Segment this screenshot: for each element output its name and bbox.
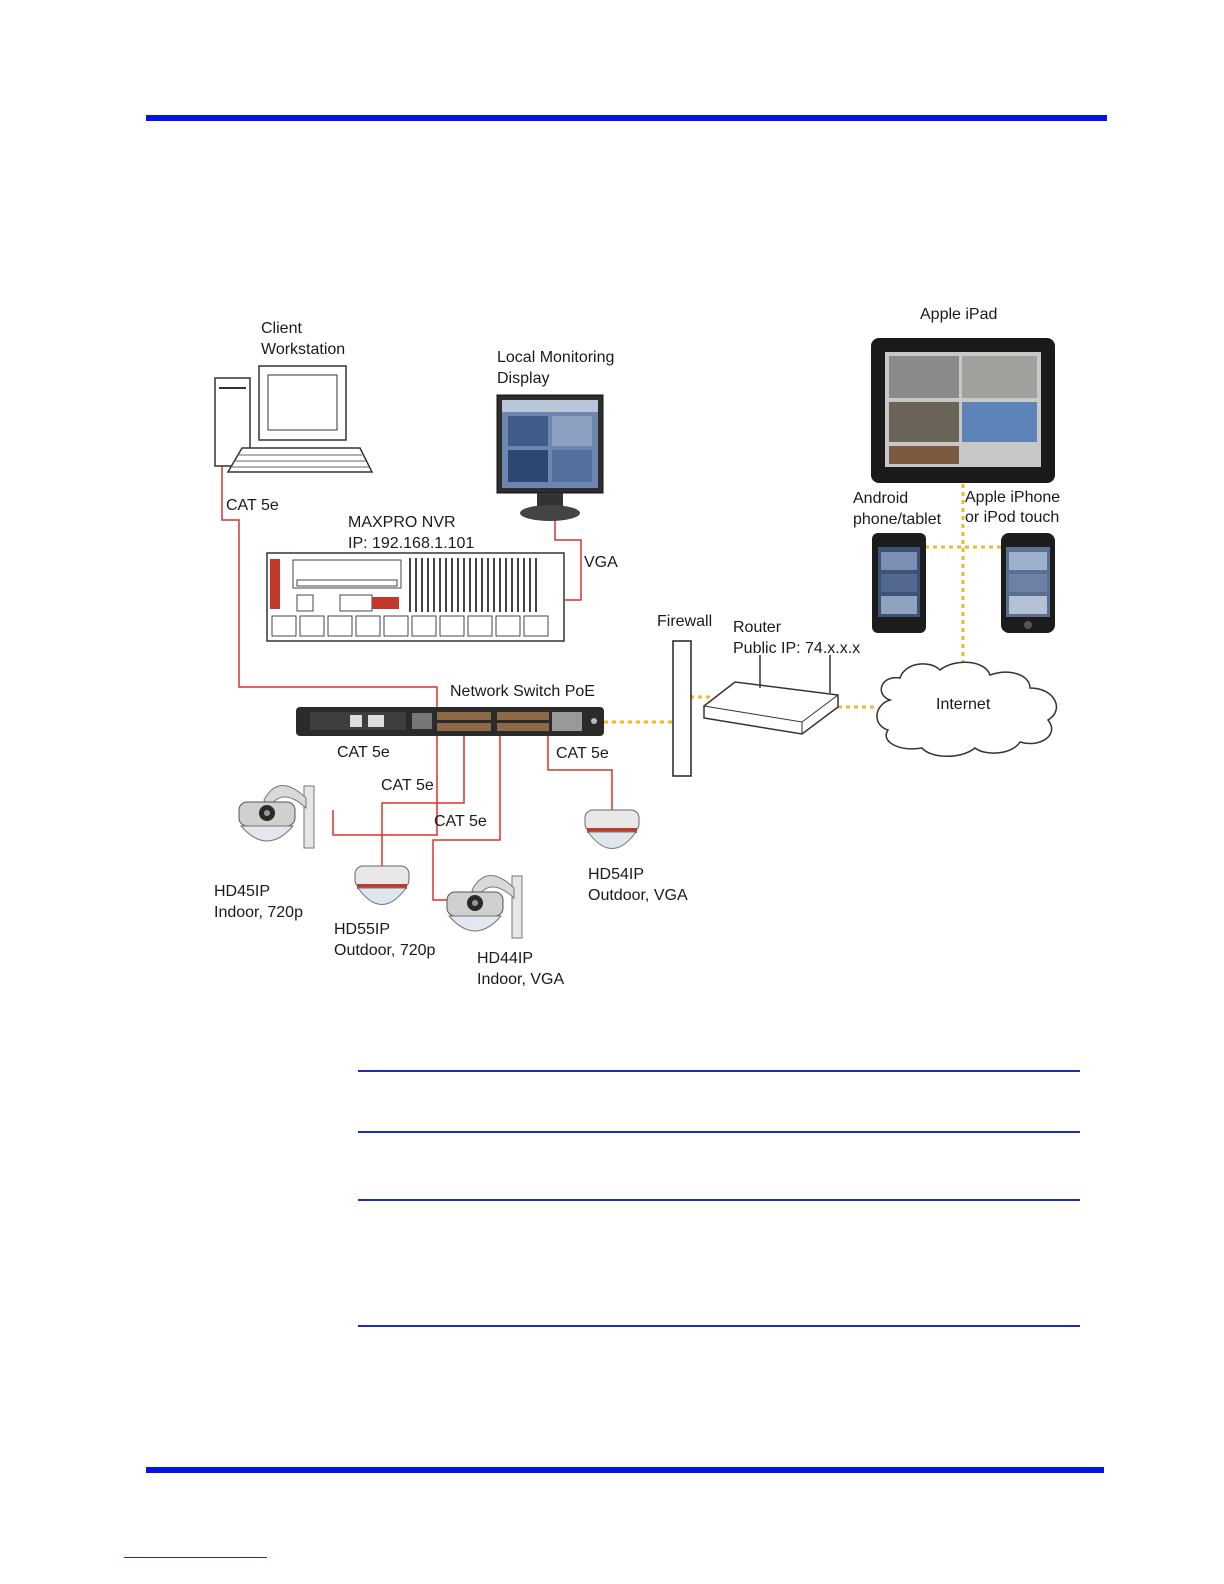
android-label-2: phone/tablet [853,511,942,528]
client-label-1: Client [261,320,302,337]
iphone-label-1: Apple iPhone [965,489,1060,506]
link-client-switch [221,466,438,707]
diagram-labels: Client Workstation Local Monitoring Disp… [214,306,1060,988]
link-switch-hd55 [381,736,465,870]
internet-label: Internet [936,696,991,713]
hd45-label-2: Indoor, 720p [214,904,303,921]
hd44-label-2: Indoor, VGA [477,971,564,988]
android-label-1: Android [853,490,908,507]
cloud-icon [876,661,1058,757]
desktop-computer-icon [214,365,374,473]
nvr-recorder-icon [266,552,565,642]
monitor-label-2: Display [497,370,549,387]
tablet-icon [871,338,1055,483]
iphone-label-2: or iPod touch [965,509,1059,526]
monitor-icon [496,394,604,521]
firewall-icon [672,640,692,777]
separator-line-2 [358,1131,1080,1133]
link-monitor-nvr [554,520,582,601]
dome-camera-icon [446,874,523,939]
vga-label: VGA [584,554,618,571]
link-switch-hd45 [332,736,438,836]
nvr-label-2: IP: 192.168.1.101 [348,535,474,552]
router-icon [703,655,839,735]
dome-camera-icon [354,865,410,905]
ipad-label: Apple iPad [920,306,997,323]
nvr-label-1: MAXPRO NVR [348,514,456,531]
cat-label-nvr: CAT 5e [226,497,279,514]
monitor-label-1: Local Monitoring [497,349,614,366]
cat-label-b: CAT 5e [381,777,434,794]
hd54-label-1: HD54IP [588,866,644,883]
hd45-label-1: HD45IP [214,883,270,900]
network-switch-icon [296,707,604,736]
hd55-label-2: Outdoor, 720p [334,942,436,959]
wired-links [221,466,613,901]
header-rule [146,115,1107,121]
dome-camera-icon [584,809,640,849]
separator-line-3 [358,1199,1080,1201]
hd54-label-2: Outdoor, VGA [588,887,688,904]
smartphone-icon [872,533,926,633]
router-label-1: Router [733,619,782,636]
router-label-2: Public IP: 74.x.x.x [733,640,860,657]
cat-label-a: CAT 5e [337,744,390,761]
link-switch-hd44 [432,736,501,901]
hd44-label-1: HD44IP [477,950,533,967]
smartphone-icon [1001,533,1055,633]
footnote-rule [124,1557,267,1558]
separator-line-1 [358,1070,1080,1072]
firewall-label: Firewall [657,613,712,630]
separator-line-4 [358,1325,1080,1327]
hd55-label-1: HD55IP [334,921,390,938]
dome-camera-icon [238,784,315,849]
switch-label: Network Switch PoE [450,683,595,700]
link-switch-hd54 [547,736,613,810]
wireless-links [604,480,1001,724]
cat-label-c: CAT 5e [434,813,487,830]
footer-rule [146,1467,1104,1473]
cat-label-d: CAT 5e [556,745,609,762]
client-label-2: Workstation [261,341,345,358]
